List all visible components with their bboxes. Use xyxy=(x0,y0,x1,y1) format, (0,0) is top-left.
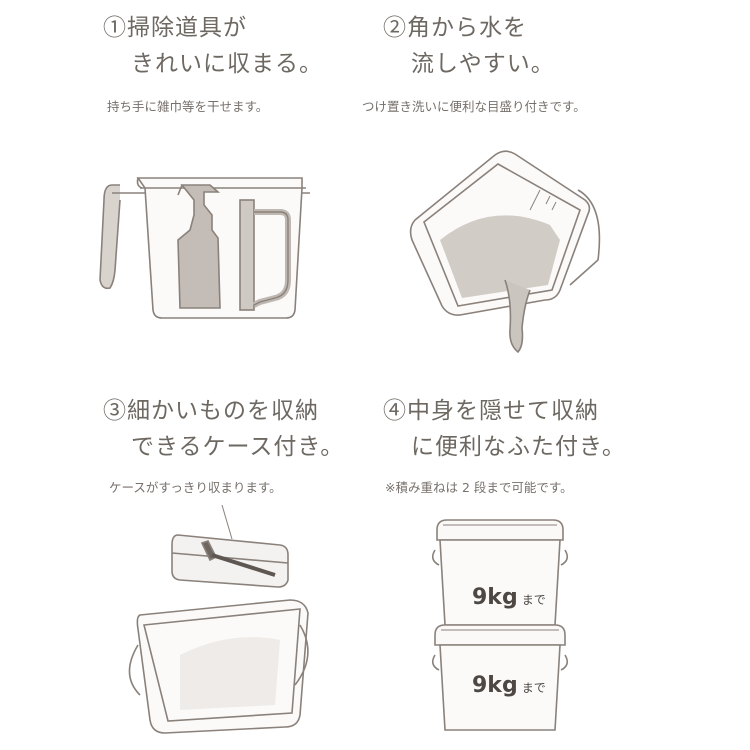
feature-caption-2: つけ置き洗いに便利な目盛り付きです。 xyxy=(362,99,586,114)
feature-title-2-line1: 角から水を xyxy=(407,15,527,41)
feature-title-4-line1: 中身を隠せて収納 xyxy=(407,398,599,424)
feature-title-4: ④中身を隠せて収納 に便利なふた付き。 xyxy=(383,393,626,465)
bucket-pouring-water-illustration xyxy=(409,150,601,354)
feature-number-2: ② xyxy=(383,15,407,41)
feature-title-2: ②角から水を 流しやすい。 xyxy=(383,10,555,82)
feature-caption-4: ※積み重ねは 2 段まで可能です。 xyxy=(385,480,573,495)
feature-panel-small-case: ③細かいものを収納 できるケース付き。 ケースがすっきり収まります。 xyxy=(0,375,375,750)
feature-title-1-line2: きれいに収まる。 xyxy=(131,51,323,77)
bucket-with-cleaning-tools-illustration xyxy=(99,177,310,319)
feature-panel-lid-stack: ④中身を隠せて収納 に便利なふた付き。 ※積み重ねは 2 段まで可能です。 9k… xyxy=(375,375,750,750)
feature-number-1: ① xyxy=(103,15,127,41)
feature-title-1: ①掃除道具が きれいに収まる。 xyxy=(103,10,323,82)
feature-title-3-line2: できるケース付き。 xyxy=(131,434,345,460)
feature-caption-1: 持ち手に雑巾等を干せます。 xyxy=(107,99,269,114)
feature-title-4-line2: に便利なふた付き。 xyxy=(411,434,626,460)
feature-caption-3: ケースがすっきり収まります。 xyxy=(109,480,282,495)
feature-number-4: ④ xyxy=(383,398,407,424)
feature-title-3-line1: 細かいものを収納 xyxy=(127,398,319,424)
feature-title-3: ③細かいものを収納 できるケース付き。 xyxy=(103,393,344,465)
bucket-with-case-illustration xyxy=(128,505,309,734)
feature-title-1-line1: 掃除道具が xyxy=(127,15,247,41)
feature-number-3: ③ xyxy=(103,398,127,424)
stacked-buckets-illustration xyxy=(431,519,569,731)
feature-panel-storage: ①掃除道具が きれいに収まる。 持ち手に雑巾等を干せます。 xyxy=(0,0,375,375)
feature-panel-pour-spout: ②角から水を 流しやすい。 つけ置き洗いに便利な目盛り付きです。 xyxy=(362,0,750,375)
feature-title-2-line2: 流しやすい。 xyxy=(411,51,555,77)
